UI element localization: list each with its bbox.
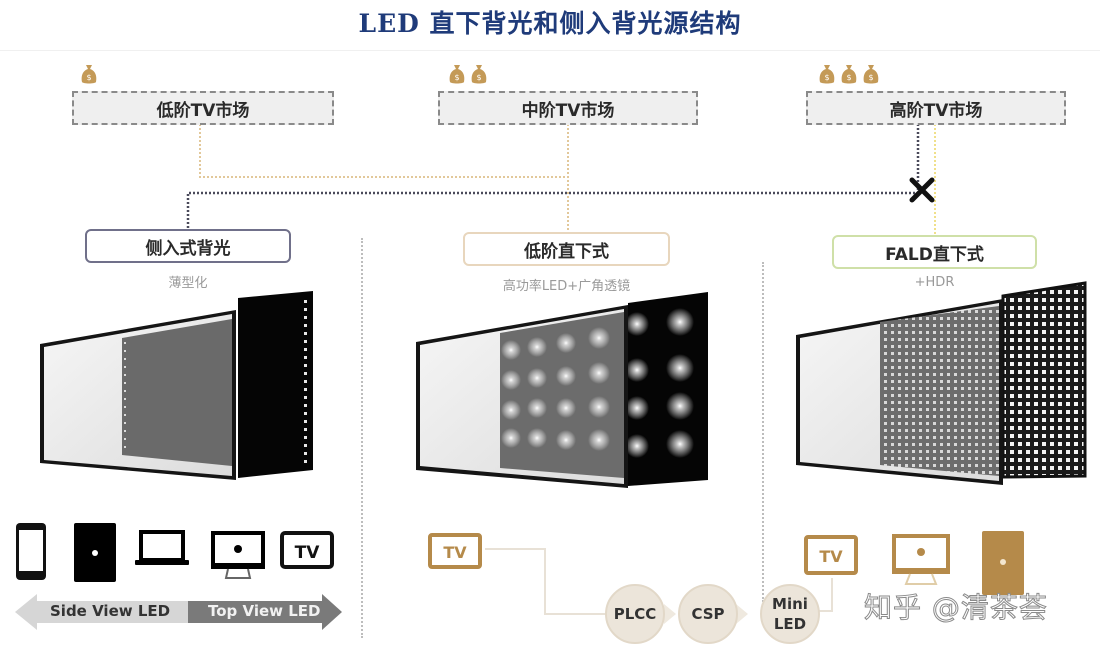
svg-text:$: $ [454,73,459,82]
side-view-label: Side View LED [50,602,171,620]
tech-low-direct: 低阶直下式 [463,232,670,266]
svg-text:$: $ [476,73,481,82]
direct-lit-panel-illustration [416,292,708,488]
monitor-icon [211,531,265,579]
market-mid: 中阶TV市场 [438,91,698,125]
laptop-icon [135,530,189,565]
tech-fald-label: FALD直下式 [885,244,984,265]
view-direction-arrow [15,594,342,630]
connector-high-to-side [186,124,920,230]
watermark: 知乎 @清茶荟 [864,591,1048,625]
tv-icon-tan-right: TV [804,535,858,575]
svg-text:$: $ [846,73,851,82]
tech-fald: FALD直下式 [832,235,1037,269]
money-bag-icon: $ [819,65,835,84]
tech-low-direct-subtitle: 高功率LED+广角透镜 [502,279,631,294]
tech-edge-lit-label: 侧入式背光 [145,238,231,259]
stage-plcc-label: PLCC [613,605,657,623]
svg-text:TV: TV [443,543,467,562]
tech-fald-subtitle: +HDR [914,275,955,290]
market-high-label: 高阶TV市场 [889,100,983,121]
market-mid-label: 中阶TV市场 [521,100,615,121]
market-high: 高阶TV市场 [806,91,1066,125]
market-low: 低阶TV市场 [72,91,334,125]
top-view-label: Top View LED [208,602,321,620]
package-evolution-connector [485,548,833,624]
stage-mini-led: Mini LED [760,584,820,644]
money-bags-mid: $ $ [448,63,488,85]
tv-icon-tan-mid: TV [428,533,482,569]
money-bag-icon: $ [471,65,487,84]
market-low-label: 低阶TV市场 [156,100,250,121]
stage-plcc: PLCC [605,584,665,644]
frame-divider [0,50,1100,51]
money-bags-high: $ $ $ [818,63,880,85]
svg-text:$: $ [824,73,829,82]
blocked-x-icon [909,177,935,203]
svg-text:$: $ [868,73,873,82]
svg-text:TV: TV [295,543,321,563]
page-title: LED 直下背光和侧入背光源结构 [358,9,742,38]
section-divider-1 [361,238,363,638]
money-bag-icon: $ [81,65,97,84]
stage-mini-led-line1: Mini [772,595,808,613]
tablet-icon [74,523,116,582]
money-bag-icon: $ [449,65,465,84]
tech-low-direct-label: 低阶直下式 [524,241,609,262]
monitor-icon-tan [892,534,950,585]
edge-lit-panel-illustration [40,291,313,480]
phone-icon [16,523,46,580]
tech-edge-lit: 侧入式背光 [85,229,291,263]
connector-low-market [199,124,569,232]
svg-text:TV: TV [819,547,843,566]
tv-icon: TV [280,531,334,569]
money-bags-low: $ [80,63,98,85]
fald-panel-illustration [796,281,1087,485]
svg-text:$: $ [86,73,91,82]
tablet-icon-tan [982,531,1024,595]
money-bag-icon: $ [863,65,879,84]
stage-mini-led-line2: LED [773,615,807,633]
section-divider-2 [762,262,764,602]
stage-csp: CSP [678,584,738,644]
tech-edge-lit-subtitle: 薄型化 [168,276,208,291]
money-bag-icon: $ [841,65,857,84]
stage-csp-label: CSP [691,605,725,623]
